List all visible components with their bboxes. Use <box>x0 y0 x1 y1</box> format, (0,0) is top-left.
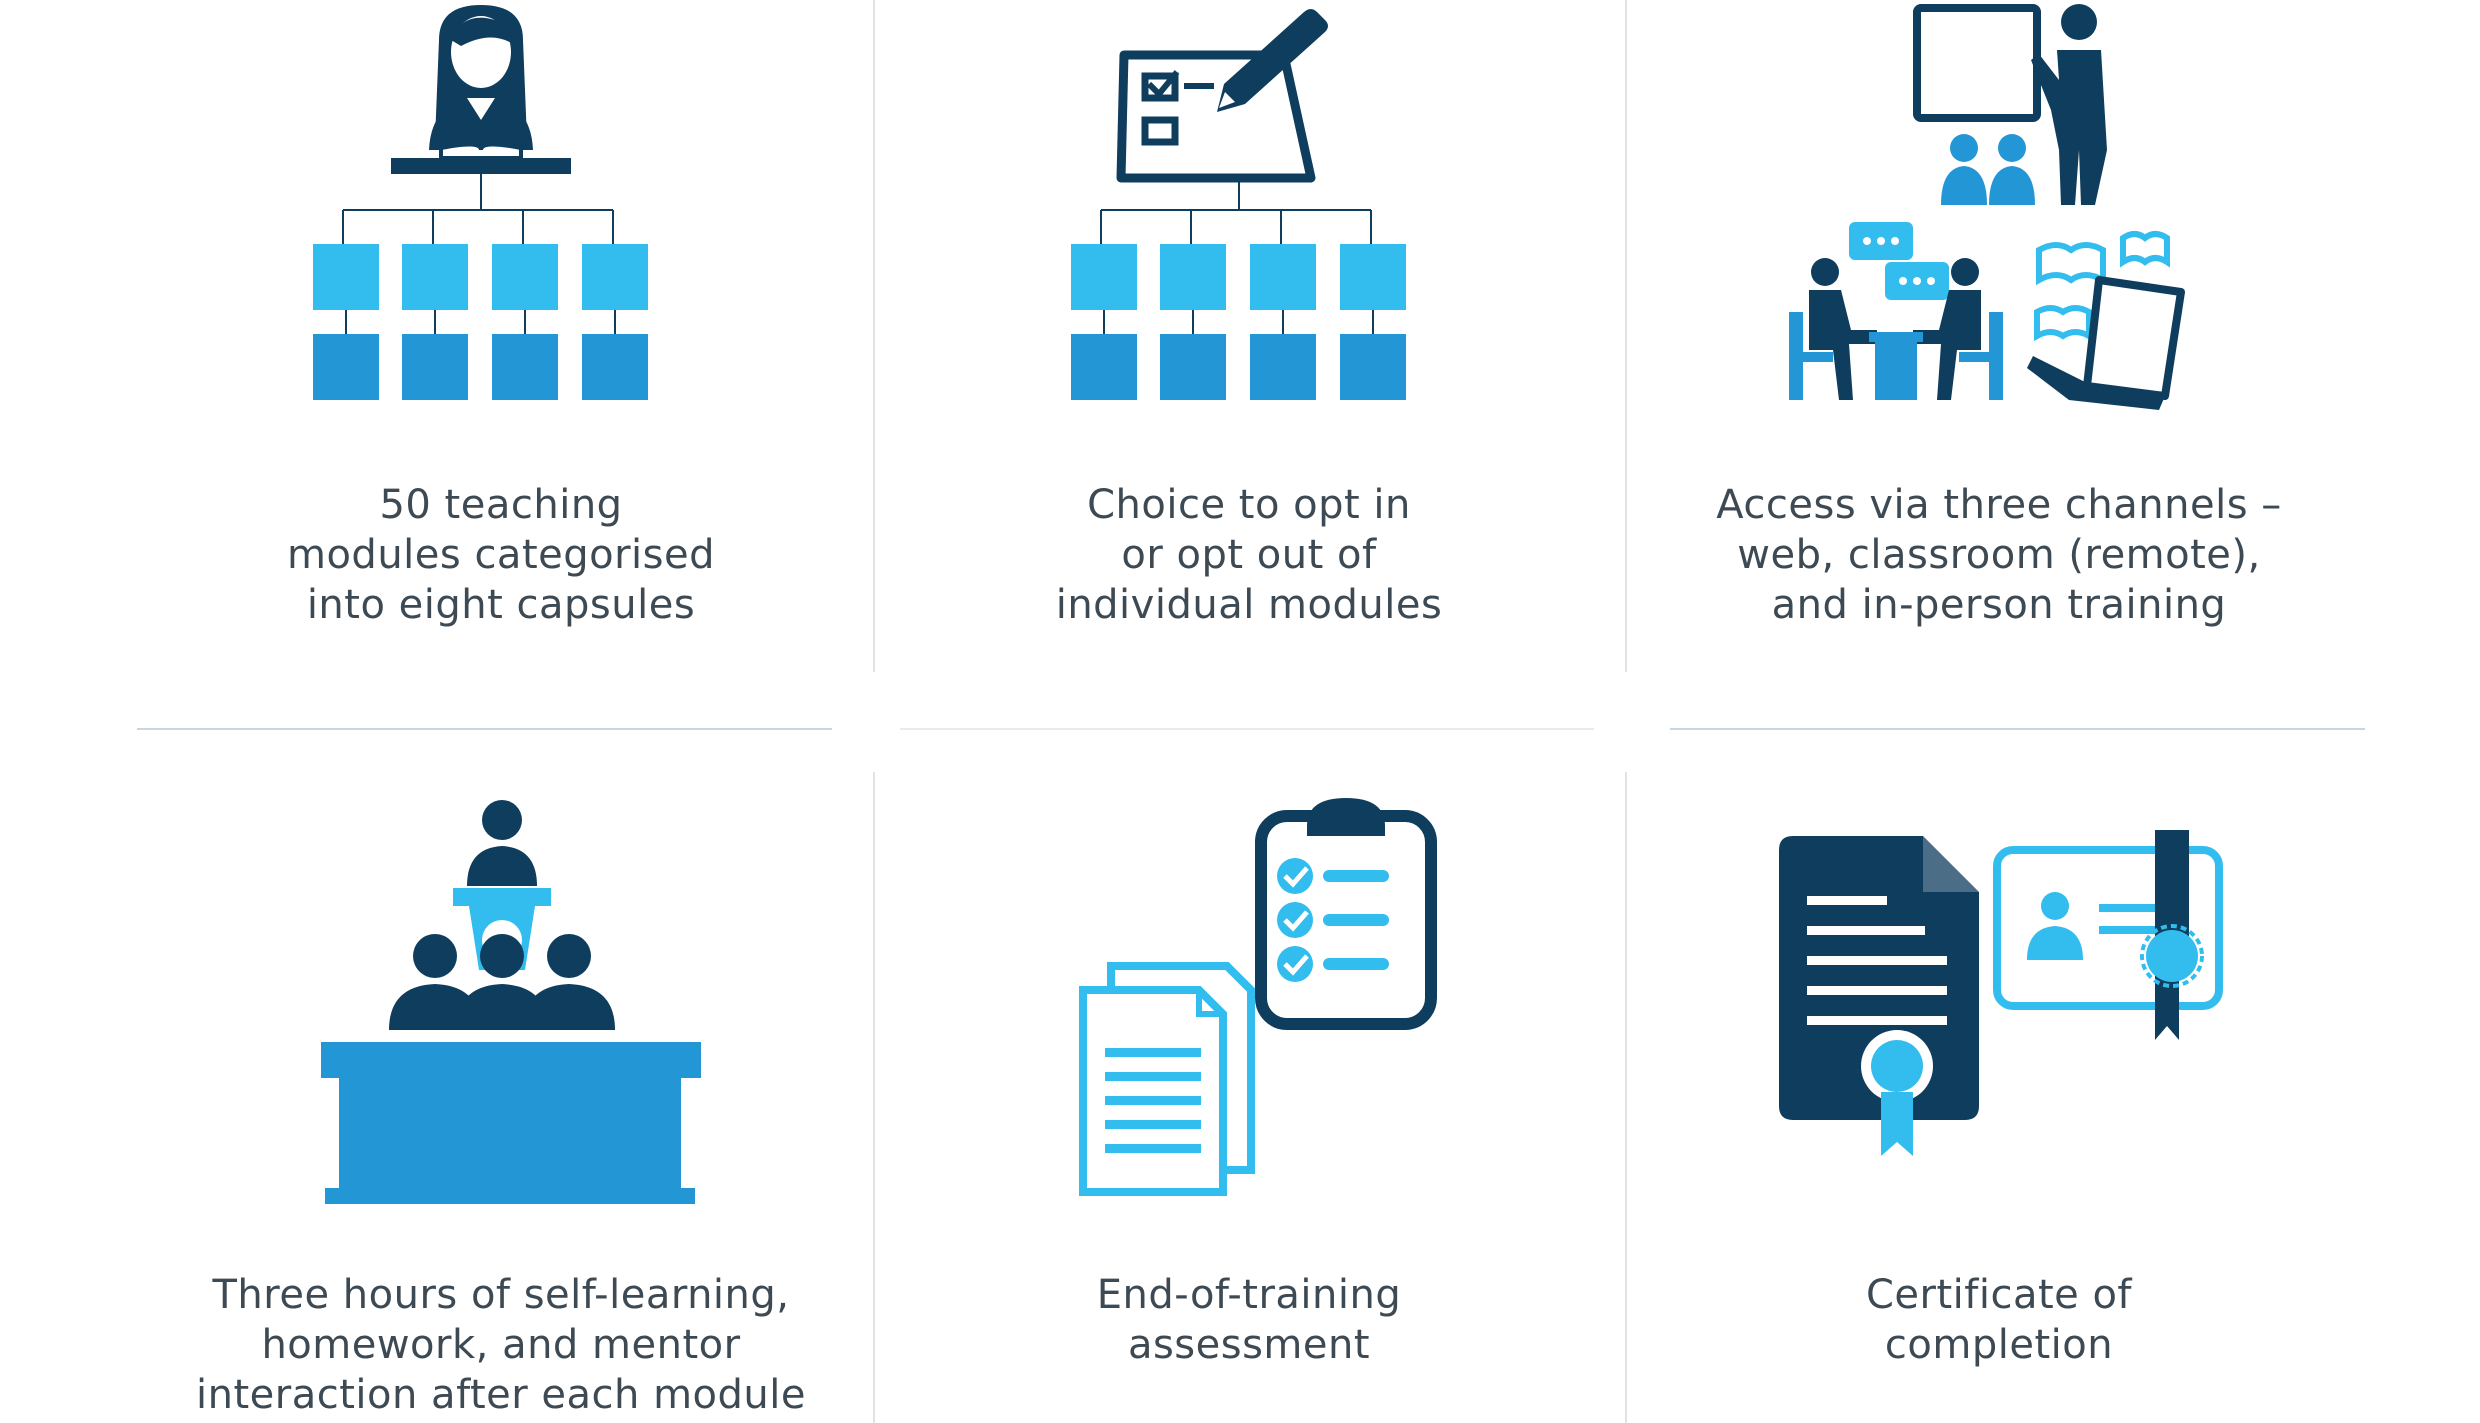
feature-caption: Choice to opt in or opt out of individua… <box>869 480 1629 630</box>
caption-line: Three hours of self-learning, <box>212 1272 790 1318</box>
feature-self-learning: Three hours of self-learning, homework, … <box>121 780 881 1420</box>
feature-caption: Certificate of completion <box>1619 1270 2379 1370</box>
caption-line: Certificate of <box>1865 1272 2133 1318</box>
caption-line: into eight capsules <box>306 582 696 628</box>
feature-certificate: Certificate of completion <box>1619 780 2379 1420</box>
column-divider-4 <box>1625 772 1627 1423</box>
caption-line: web, classroom (remote), <box>1737 532 2261 578</box>
caption-line: individual modules <box>1055 582 1443 628</box>
feature-caption: Access via three channels – web, classro… <box>1619 480 2379 630</box>
training-channels-icon <box>1619 0 2379 410</box>
feature-caption: 50 teaching modules categorised into eig… <box>121 480 881 630</box>
feature-teaching-modules: 50 teaching modules categorised into eig… <box>121 0 881 680</box>
teacher-hierarchy-icon <box>121 0 881 410</box>
caption-line: End-of-training <box>1096 1272 1402 1318</box>
row-divider-center <box>900 728 1594 730</box>
feature-assessment: End-of-training assessment <box>869 780 1629 1420</box>
feature-opt-in-out: Choice to opt in or opt out of individua… <box>869 0 1629 680</box>
classroom-podium-icon <box>121 790 881 1210</box>
checklist-hierarchy-icon <box>869 0 1629 410</box>
feature-caption: Three hours of self-learning, homework, … <box>121 1270 881 1420</box>
feature-three-channels: Access via three channels – web, classro… <box>1619 0 2379 680</box>
caption-line: homework, and mentor <box>261 1322 741 1368</box>
row-divider-right <box>1670 728 2365 730</box>
certificate-icon <box>1619 830 2379 1210</box>
column-divider-2 <box>1625 0 1627 672</box>
caption-line: assessment <box>1127 1322 1371 1368</box>
caption-line: interaction after each module <box>196 1372 806 1418</box>
assessment-clipboard-icon <box>869 790 1629 1210</box>
column-divider-1 <box>873 0 875 672</box>
caption-line: Access via three channels – <box>1716 482 2282 528</box>
feature-caption: End-of-training assessment <box>869 1270 1629 1370</box>
caption-line: and in-person training <box>1771 582 2227 628</box>
caption-line: modules categorised <box>286 532 715 578</box>
caption-line: 50 teaching <box>379 482 623 528</box>
caption-line: completion <box>1884 1322 2114 1368</box>
caption-line: or opt out of <box>1121 532 1377 578</box>
row-divider-left <box>137 728 832 730</box>
caption-line: Choice to opt in <box>1087 482 1411 528</box>
column-divider-3 <box>873 772 875 1423</box>
